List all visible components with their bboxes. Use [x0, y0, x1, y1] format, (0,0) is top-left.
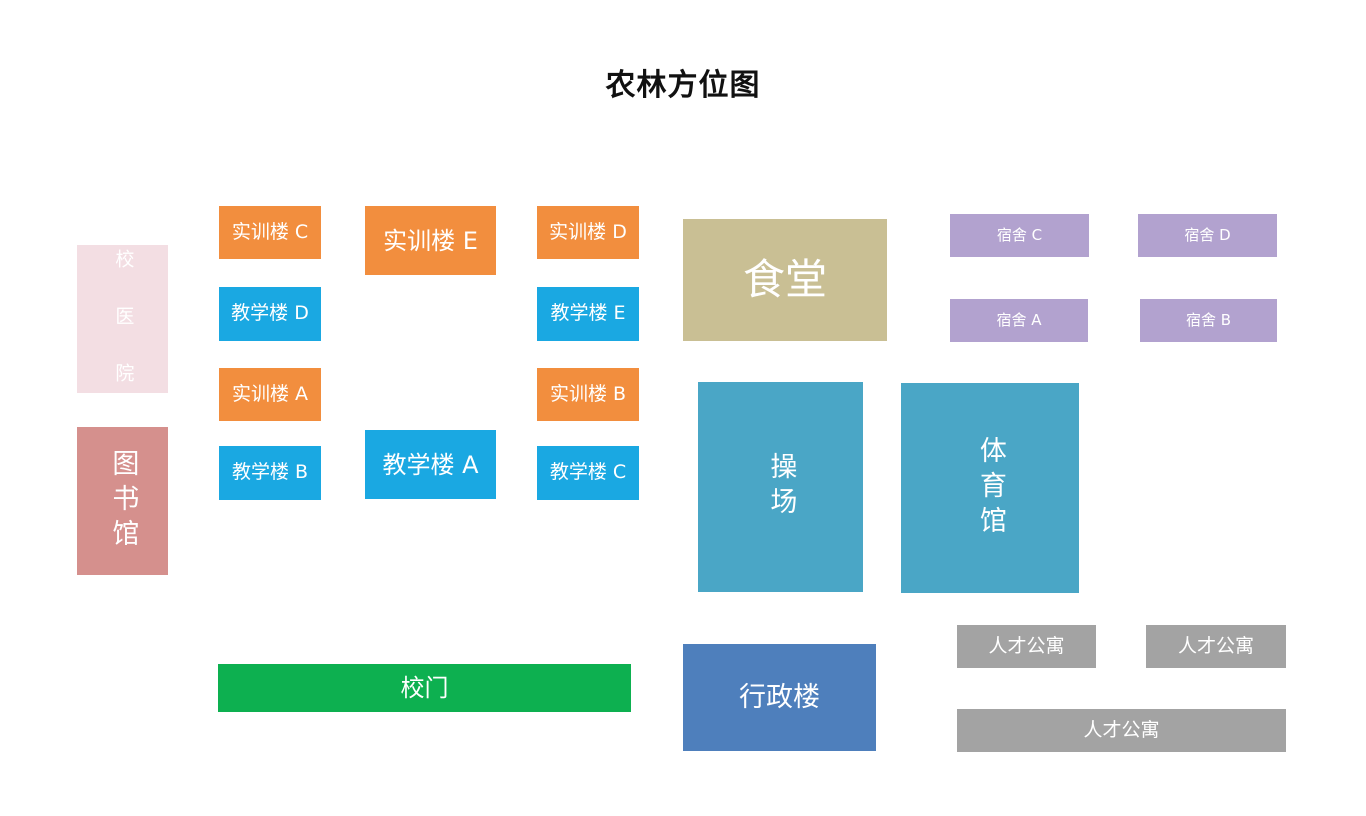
building-dorm-a[interactable]: 宿舍 A [950, 299, 1088, 342]
building-talent-apartment-1[interactable]: 人才公寓 [957, 625, 1096, 668]
building-training-e[interactable]: 实训楼 E [365, 206, 496, 275]
building-dorm-b[interactable]: 宿舍 B [1140, 299, 1277, 342]
building-dorm-c[interactable]: 宿舍 C [950, 214, 1089, 257]
building-training-d[interactable]: 实训楼 D [537, 206, 639, 259]
map-title: 农林方位图 [605, 68, 761, 103]
building-teaching-b[interactable]: 教学楼 B [219, 446, 321, 500]
building-teaching-c[interactable]: 教学楼 C [537, 446, 639, 500]
building-sports-field[interactable]: 操场 [698, 382, 863, 592]
building-canteen[interactable]: 食堂 [683, 219, 887, 341]
building-teaching-d[interactable]: 教学楼 D [219, 287, 321, 341]
building-training-b[interactable]: 实训楼 B [537, 368, 639, 421]
building-training-c[interactable]: 实训楼 C [219, 206, 321, 259]
building-faded-label[interactable]: 校 医 院 [77, 245, 168, 393]
building-talent-apartment-3[interactable]: 人才公寓 [957, 709, 1286, 752]
building-talent-apartment-2[interactable]: 人才公寓 [1146, 625, 1286, 668]
building-admin[interactable]: 行政楼 [683, 644, 876, 751]
building-gymnasium[interactable]: 体育馆 [901, 383, 1079, 593]
building-teaching-e[interactable]: 教学楼 E [537, 287, 639, 341]
building-library[interactable]: 图书馆 [77, 427, 168, 575]
building-teaching-a[interactable]: 教学楼 A [365, 430, 496, 499]
building-school-gate[interactable]: 校门 [218, 664, 631, 712]
building-training-a[interactable]: 实训楼 A [219, 368, 321, 421]
building-dorm-d[interactable]: 宿舍 D [1138, 214, 1277, 257]
